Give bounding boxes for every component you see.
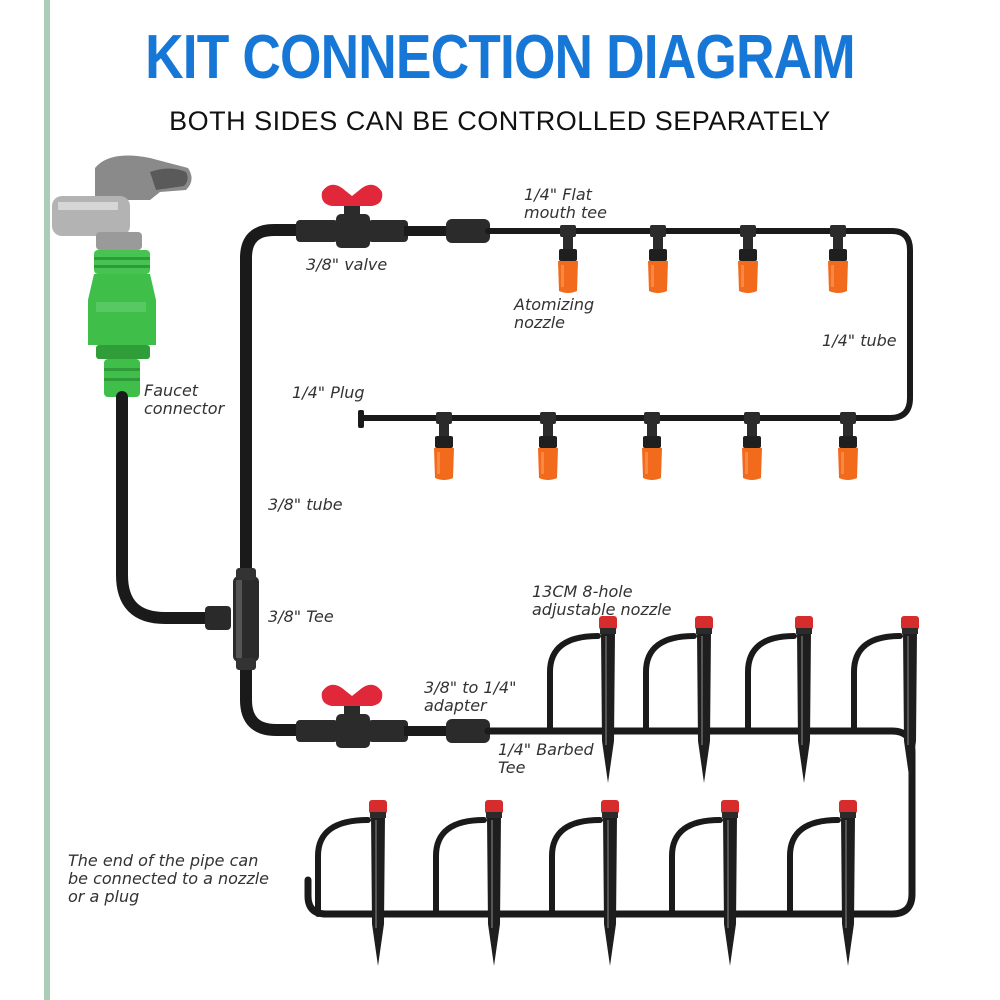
label-line: be connected to a nozzle xyxy=(68,869,270,888)
atomizing-nozzle-icon xyxy=(738,225,758,293)
label-three-eighths-tee: 3/8" Tee xyxy=(268,607,334,626)
ball-valve-icon xyxy=(296,184,408,248)
label-line: Tee xyxy=(498,758,526,777)
atomizing-nozzle-icon xyxy=(838,412,858,480)
label-line: 3/8" to 1/4" xyxy=(424,678,517,697)
plug-icon xyxy=(358,410,364,428)
faucet-connector-icon xyxy=(88,250,156,397)
label-adapter: 3/8" to 1/4" adapter xyxy=(424,679,516,715)
mist-line-tube xyxy=(361,228,913,421)
label-faucet-connector: Faucet connector xyxy=(144,382,224,418)
atomizing-nozzle-icon xyxy=(434,412,454,480)
page-subtitle: BOTH SIDES CAN BE CONTROLLED SEPARATELY xyxy=(169,106,831,136)
ball-valve-icon xyxy=(296,684,408,748)
atomizing-nozzle-icon xyxy=(558,225,578,293)
label-quarter-tube: 1/4" tube xyxy=(822,331,897,350)
label-atomizing-nozzle: Atomizing nozzle xyxy=(514,296,594,332)
atomizing-nozzle-icon xyxy=(828,225,848,293)
adjustable-nozzle-stake-icon xyxy=(549,800,619,966)
label-line: Atomizing xyxy=(514,295,595,314)
atomizing-nozzle-icon xyxy=(742,412,762,480)
tee-fitting-icon xyxy=(205,568,259,670)
label-adjustable-nozzle: 13CM 8-hole adjustable nozzle xyxy=(532,583,672,619)
label-line: nozzle xyxy=(514,313,566,332)
label-line: or a plug xyxy=(68,887,140,906)
main-tube-three-eighths xyxy=(116,224,306,736)
label-line: Faucet xyxy=(144,381,199,400)
label-flat-mouth-tee: 1/4" Flat mouth tee xyxy=(524,186,607,222)
faucet-icon xyxy=(52,155,192,250)
atomizing-nozzle-icon xyxy=(642,412,662,480)
atomizing-nozzle-icon xyxy=(538,412,558,480)
adjustable-nozzle-stake-icon xyxy=(315,800,387,966)
label-barbed-tee: 1/4" Barbed Tee xyxy=(498,741,594,777)
adapter-fitting xyxy=(404,219,490,743)
adjustable-nozzle-stake-icon xyxy=(669,800,739,966)
label-line: connector xyxy=(144,399,225,418)
label-valve: 3/8" valve xyxy=(306,255,388,274)
label-line: The end of the pipe can xyxy=(68,851,259,870)
adjustable-nozzle-stake-icon xyxy=(851,616,919,783)
label-three-eighths-tube: 3/8" tube xyxy=(268,495,343,514)
adjustable-nozzle-stake-icon xyxy=(787,800,857,966)
left-accent-strip xyxy=(44,0,50,1000)
label-line: 1/4" Flat xyxy=(524,185,592,204)
label-line: 13CM 8-hole xyxy=(532,582,633,601)
adjustable-nozzle-stake-icon xyxy=(745,616,813,783)
adjustable-nozzle-stake-icon xyxy=(433,800,503,966)
atomizing-nozzle-icon xyxy=(648,225,668,293)
label-line: mouth tee xyxy=(524,203,607,222)
adjustable-nozzle-stake-icon xyxy=(547,616,617,783)
label-quarter-plug: 1/4" Plug xyxy=(292,383,365,402)
label-pipe-end-note: The end of the pipe can be connected to … xyxy=(68,852,269,906)
label-line: adjustable nozzle xyxy=(532,600,672,619)
page-title: KIT CONNECTION DIAGRAM xyxy=(145,23,856,92)
label-line: adapter xyxy=(424,696,487,715)
label-line: 1/4" Barbed xyxy=(498,740,594,759)
adjustable-nozzle-stake-icon xyxy=(643,616,713,783)
